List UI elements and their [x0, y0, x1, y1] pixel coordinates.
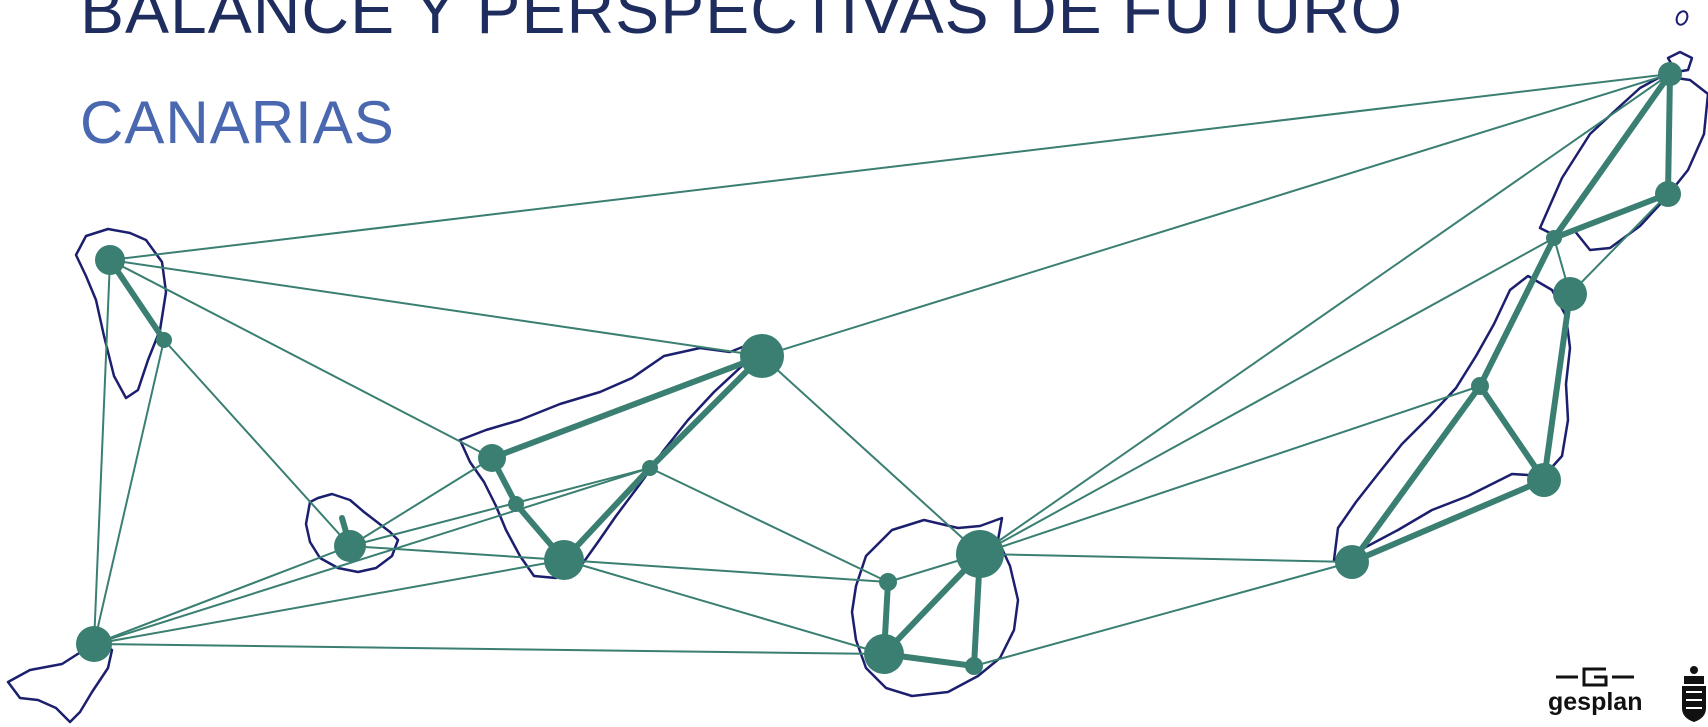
link-thin — [761, 355, 981, 555]
link-thin — [349, 457, 493, 547]
link-thin — [109, 259, 493, 459]
node — [156, 332, 172, 348]
node — [642, 460, 658, 476]
link-thin — [979, 553, 1353, 563]
link-thin — [93, 559, 565, 645]
node — [478, 444, 506, 472]
link-thin — [349, 545, 565, 561]
node — [1553, 277, 1587, 311]
node — [1658, 62, 1682, 86]
link-thin — [93, 643, 885, 655]
node — [1335, 545, 1369, 579]
node — [965, 657, 983, 675]
gesplan-logo: gesplan — [1548, 666, 1642, 722]
node — [544, 540, 584, 580]
link-thin — [93, 339, 165, 645]
link-thin — [761, 73, 1671, 357]
network-nodes — [76, 62, 1682, 675]
link-thick — [1551, 71, 1673, 241]
logo-text: gesplan — [1548, 688, 1643, 716]
link-thin — [979, 385, 1481, 555]
node — [1471, 377, 1489, 395]
node — [879, 573, 897, 591]
link-thick — [1477, 235, 1557, 389]
gesplan-logo-icon — [1556, 667, 1634, 687]
link-thin — [349, 467, 651, 547]
island-outlines — [6, 50, 1708, 724]
link-thin — [109, 73, 1671, 261]
link-thin — [649, 467, 889, 583]
link-thin — [93, 545, 351, 645]
node — [508, 496, 524, 512]
island-gran-canaria — [850, 516, 1020, 698]
island-la-gomera — [304, 492, 400, 574]
link-thick — [1349, 477, 1547, 565]
link-thin — [163, 339, 351, 547]
island-el-hierro — [6, 640, 114, 724]
island-la-palma — [74, 227, 168, 400]
link-thin — [563, 559, 889, 583]
page-title: BALANCE Y PERSPECTIVAS DE FUTURO — [80, 0, 1403, 47]
link-thin — [93, 467, 651, 645]
island-tenerife — [458, 338, 762, 580]
link-thin — [979, 237, 1555, 555]
node — [740, 334, 784, 378]
link-thick — [561, 465, 653, 563]
node — [956, 530, 1004, 578]
node — [334, 530, 366, 562]
thin-links — [93, 73, 1671, 667]
canarias-crest-icon — [1682, 666, 1706, 722]
link-thick — [1349, 383, 1483, 565]
node — [76, 626, 112, 662]
link-thin — [1569, 193, 1669, 295]
node — [95, 245, 125, 275]
link-thick — [647, 353, 765, 471]
link-thin — [973, 561, 1353, 667]
corner-mark-icon — [1675, 10, 1689, 26]
node — [1546, 230, 1562, 246]
link-thick — [1551, 191, 1671, 241]
link-thick — [1665, 71, 1673, 197]
page-subtitle: CANARIAS — [80, 89, 395, 156]
node — [864, 634, 904, 674]
link-thick — [107, 257, 167, 343]
link-thick — [489, 353, 765, 461]
link-thin — [109, 259, 763, 357]
node — [1655, 181, 1681, 207]
node — [1527, 463, 1561, 497]
link-thick — [1477, 383, 1547, 483]
link-thin — [563, 559, 885, 655]
link-thin — [979, 73, 1671, 555]
link-thick — [1541, 291, 1573, 483]
link-thin — [93, 259, 111, 645]
